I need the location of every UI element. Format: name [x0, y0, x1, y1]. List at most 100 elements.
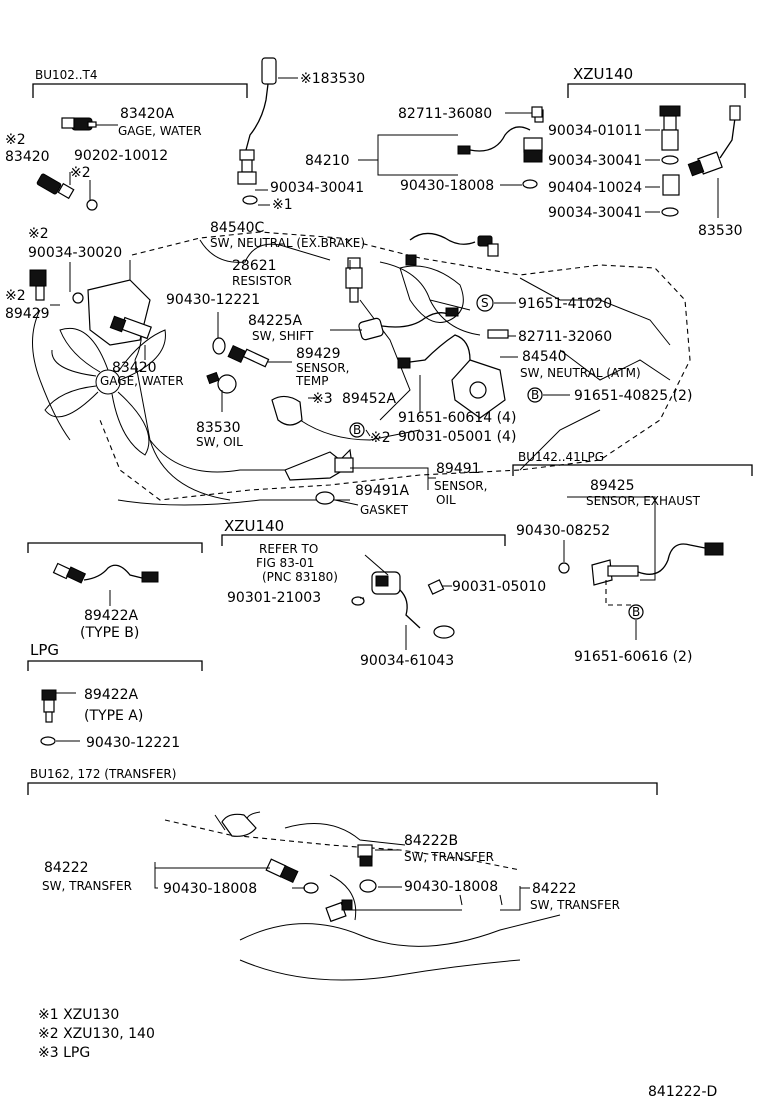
label-89452A: 89452A — [342, 391, 397, 407]
label-sensor-temp-1: SENSOR, — [296, 361, 349, 375]
label-82711-32060: 82711-32060 — [518, 329, 612, 345]
water-gage-83420-left-icon — [36, 173, 98, 211]
oil-switch-83530-icon — [206, 371, 237, 394]
label-90430-08252: 90430-08252 — [516, 523, 610, 539]
label-note2-d: ※2 — [5, 288, 26, 304]
label-28621: 28621 — [232, 258, 277, 274]
marker-s-letter: S — [481, 296, 489, 310]
temp-sensor-89429-left-icon — [29, 269, 84, 304]
label-183530: ※183530 — [300, 71, 365, 87]
section-bu102: BU102..T4 — [35, 68, 98, 82]
marker-s: S — [476, 294, 494, 312]
label-sw-transfer-b: SW, TRANSFER — [404, 850, 494, 864]
label-pnc: (PNC 83180) — [262, 570, 338, 584]
label-90202: 90202-10012 — [74, 148, 168, 164]
label-83530-mid: 83530 — [196, 420, 241, 436]
label-gage-water-mid: GAGE, WATER — [100, 374, 184, 388]
neutral-switch-84540-icon — [397, 334, 506, 419]
label-90301-21003: 90301-21003 — [227, 590, 321, 606]
label-89429-left: 89429 — [5, 306, 50, 322]
cooling-fan-illustration — [44, 328, 166, 456]
label-91651-60616: 91651-60616 (2) — [574, 649, 692, 665]
label-84222B: 84222B — [404, 833, 458, 849]
label-90404-10024: 90404-10024 — [548, 180, 642, 196]
section-brackets — [27, 83, 753, 795]
label-gasket: GASKET — [360, 503, 409, 517]
label-89422A-a: 89422A — [84, 687, 139, 703]
label-90031-05010: 90031-05010 — [452, 579, 546, 595]
label-note3-a: ※3 — [312, 391, 333, 407]
label-sw-transfer-left: SW, TRANSFER — [42, 879, 132, 893]
section-bu162: BU162, 172 (TRANSFER) — [30, 767, 176, 781]
footnote-3: ※3 LPG — [38, 1045, 90, 1061]
label-90034-30041-r1: 90034-30041 — [548, 153, 642, 169]
section-xzu140-top: XZU140 — [573, 65, 633, 83]
bracket-89452A-icon — [271, 395, 303, 426]
resistor-28621-icon — [345, 257, 363, 303]
sensor-89422A-type-a-icon — [40, 689, 57, 746]
label-refer-to: REFER TO — [259, 542, 318, 556]
label-82711-36080: 82711-36080 — [398, 106, 492, 122]
label-note2-e: ※2 — [370, 430, 391, 446]
label-sw-transfer-right: SW, TRANSFER — [530, 898, 620, 912]
label-resistor: RESISTOR — [232, 274, 292, 288]
label-sensor-exhaust: SENSOR, EXHAUST — [586, 494, 701, 508]
label-89491A: 89491A — [355, 483, 410, 499]
label-note2-b: ※2 — [70, 165, 91, 181]
label-sw-neutral-atm: SW, NEUTRAL (ATM) — [520, 366, 641, 380]
label-90430-12221-mid: 90430-12221 — [166, 292, 260, 308]
water-gage-83420A-icon — [61, 117, 97, 131]
footnote-1: ※1 XZU130 — [38, 1007, 119, 1023]
label-type-a: (TYPE A) — [84, 708, 143, 724]
marker-b-3: B — [628, 604, 644, 620]
sensor-89422A-type-b-icon — [52, 562, 159, 584]
label-90430-18008-right: 90430-18008 — [404, 879, 498, 895]
label-84222-right: 84222 — [532, 881, 577, 897]
transfer-switch-84222B-icon — [357, 844, 377, 893]
label-note2-a: ※2 — [5, 132, 26, 148]
label-gage-water-top: GAGE, WATER — [118, 124, 202, 138]
label-90034-61043: 90034-61043 — [360, 653, 454, 669]
label-89422A-b: 89422A — [84, 608, 139, 624]
leader-lines — [50, 77, 719, 911]
label-84222-left: 84222 — [44, 860, 89, 876]
label-91651-41020: 91651-41020 — [518, 296, 612, 312]
clamp-82711-32060-icon — [487, 329, 509, 339]
label-sensor-oil-2: OIL — [436, 493, 456, 507]
label-note2-c: ※2 — [28, 226, 49, 242]
label-84225A: 84225A — [248, 313, 303, 329]
clamp-82711-36080-icon — [531, 106, 543, 118]
label-note1-a: ※1 — [272, 197, 293, 213]
label-90031-05001: 90031-05001 (4) — [398, 429, 516, 445]
footnotes: ※1 XZU130 ※2 XZU130, 140 ※3 LPG — [38, 1007, 155, 1061]
label-89491: 89491 — [436, 461, 481, 477]
diagram-id: 841222-D — [648, 1084, 717, 1100]
label-90034-30020: 90034-30020 — [28, 245, 122, 261]
temp-sensor-89429-mid-icon — [227, 344, 270, 368]
exhaust-sensor-89425-icon — [558, 542, 724, 606]
label-84540: 84540 — [522, 349, 567, 365]
section-lpg: LPG — [30, 641, 59, 659]
label-91651-60614: 91651-60614 (4) — [398, 410, 516, 426]
transfer-switch-84222-right-icon — [325, 899, 353, 923]
label-fig: FIG 83-01 — [256, 556, 314, 570]
shift-switch-84225A-icon — [358, 307, 459, 341]
neutral-switch-84540C-icon — [405, 232, 499, 266]
marker-b-letter: B — [353, 423, 361, 437]
label-91651-40825: 91651-40825 (2) — [574, 388, 692, 404]
part-labels: ※183530 83420A GAGE, WATER ※2 83420 9020… — [5, 71, 743, 912]
marker-b-letter: B — [632, 605, 640, 619]
section-bu142: BU142..41LPG — [518, 450, 604, 464]
marker-b-2: B — [349, 422, 365, 438]
section-xzu140-mid: XZU140 — [224, 517, 284, 535]
label-83420-mid: 83420 — [112, 360, 157, 376]
label-sw-neutral-ex: SW, NEUTRAL (EX.BRAKE) — [210, 236, 365, 250]
label-83420A-top: 83420A — [120, 106, 175, 122]
label-90034-01011: 90034-01011 — [548, 123, 642, 139]
label-sw-shift: SW, SHIFT — [252, 329, 314, 343]
marker-b-letter: B — [531, 388, 539, 402]
label-89429-mid: 89429 — [296, 346, 341, 362]
label-84210: 84210 — [305, 153, 350, 169]
label-90034-30041-r2: 90034-30041 — [548, 205, 642, 221]
